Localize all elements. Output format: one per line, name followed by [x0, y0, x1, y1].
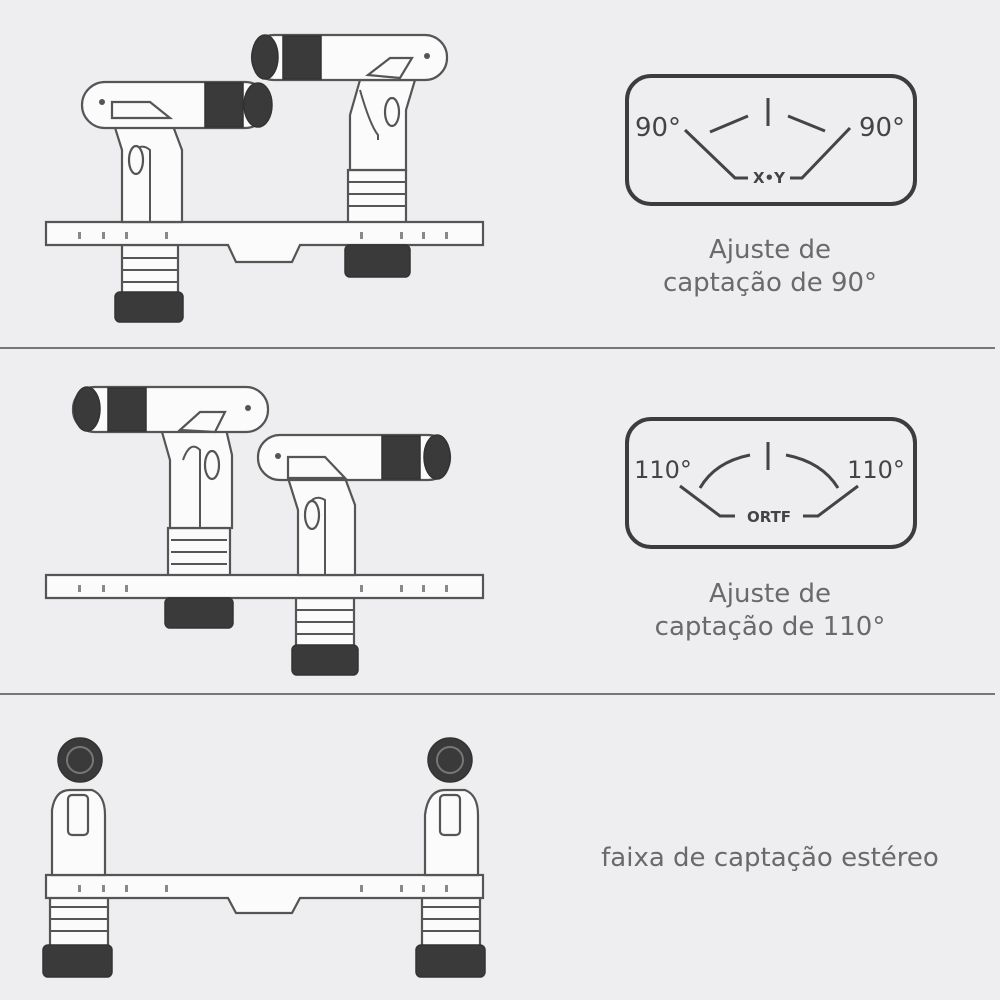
left-angle-label: 90° [635, 113, 681, 143]
caption-line: Ajuste de [709, 235, 831, 265]
stereo-mount-illustration [42, 737, 486, 978]
caption-line: captação de 110° [654, 612, 886, 642]
caption-xy: Ajuste de captação de 90° [620, 234, 920, 300]
ortf-pattern-diagram: 110° 110° ORTF [625, 417, 917, 549]
right-angle-label: 110° [847, 456, 905, 484]
pattern-label: ORTF [747, 508, 791, 526]
caption-line: faixa de captação estéreo [601, 843, 939, 873]
xy-pattern-diagram: 90° 90° X•Y [625, 74, 917, 206]
ortf-mount-illustration [44, 385, 485, 676]
left-angle-label: 110° [634, 456, 692, 484]
caption-ortf: Ajuste de captação de 110° [620, 578, 920, 644]
pattern-label: X•Y [753, 169, 786, 187]
caption-stereo: faixa de captação estéreo [570, 842, 970, 875]
right-angle-label: 90° [859, 113, 905, 143]
xy-mount-illustration [44, 33, 485, 323]
caption-line: captação de 90° [662, 268, 878, 298]
caption-line: Ajuste de [709, 579, 831, 609]
